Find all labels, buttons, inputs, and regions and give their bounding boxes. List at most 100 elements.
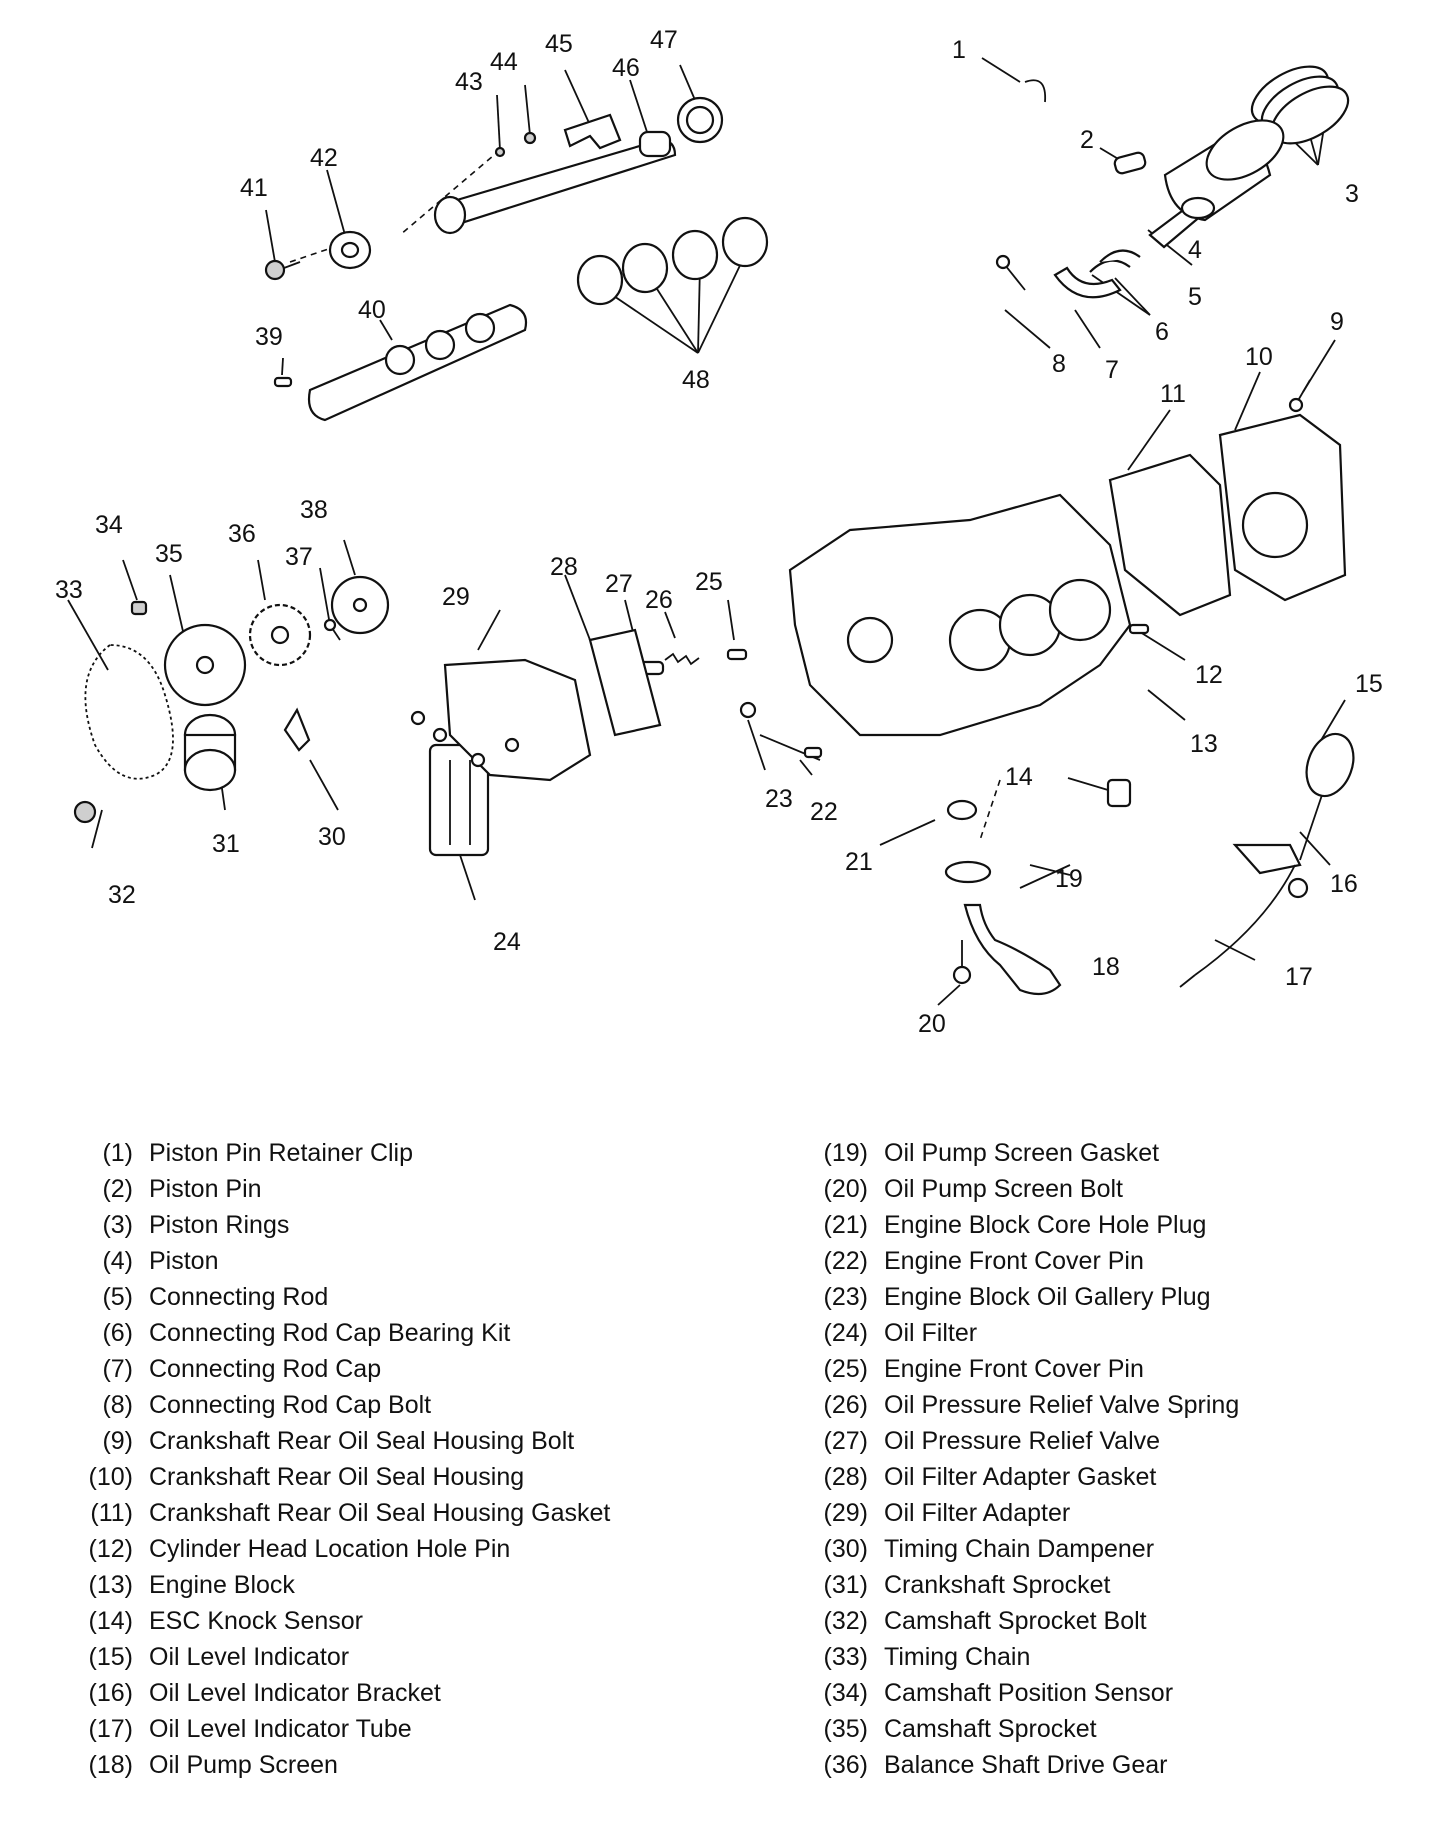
callout-44: 44 [490,48,518,76]
callout-17: 17 [1285,963,1313,991]
callout-26: 26 [645,586,673,614]
legend-row: (26)Oil Pressure Relief Valve Spring [790,1387,1430,1423]
legend-number: (17) [88,1715,133,1743]
part-29-oil-filter-adapter [410,658,592,782]
legend-row: (24)Oil Filter [790,1315,1430,1351]
part-14-knock-sensor [1106,778,1132,808]
legend-number: (5) [102,1283,133,1311]
callout-19: 19 [1055,865,1083,893]
legend-part-name: ESC Knock Sensor [149,1607,363,1635]
legend-number: (26) [823,1391,868,1419]
exploded-engine-diagram: 1 2 3 4 5 6 7 8 9 10 11 12 13 14 15 16 1… [55,26,1383,1038]
part-38-part [330,575,390,635]
callout-38: 38 [300,496,328,524]
part-22-front-cover-pin [803,746,823,759]
legend-row: (13)Engine Block [55,1567,695,1603]
legend-number: (9) [102,1427,133,1455]
parts-legend: (1) Piston Pin Retainer Clip (2) Piston Pin… [0,1135,1456,1815]
part-42-part [328,230,372,270]
callout-23: 23 [765,785,793,813]
callout-4: 4 [1188,236,1202,264]
legend-part-name: Connecting Rod Cap [149,1355,382,1383]
legend-part-name: Piston Pin [149,1175,262,1203]
legend-number: (32) [823,1607,868,1635]
part-41-bolt [264,259,301,281]
legend-row: (27)Oil Pressure Relief Valve [790,1423,1430,1459]
callout-21: 21 [845,848,873,876]
legend-row: (21)Engine Block Core Hole Plug [790,1207,1430,1243]
callout-1: 1 [952,36,966,64]
legend-number: (2) [102,1175,133,1203]
legend-number: (6) [102,1319,133,1347]
legend-column-right: (19)Oil Pump Screen Gasket(20)Oil Pump S… [790,1135,1430,1783]
legend-part-name: Oil Level Indicator [149,1643,350,1671]
callout-15: 15 [1355,670,1383,698]
legend-row: (8)Connecting Rod Cap Bolt [55,1387,695,1423]
legend-number: (10) [88,1463,133,1491]
callout-labels: 1 2 3 4 5 6 7 8 9 10 11 12 13 14 15 16 1… [55,26,1383,1038]
part-48-bearings [576,216,769,306]
part-35-camshaft-sprocket [163,623,247,707]
callout-12: 12 [1195,661,1223,689]
legend-row: (1) Piston Pin Retainer Clip [55,1135,695,1171]
legend-number: (4) [102,1247,133,1275]
callout-29: 29 [442,583,470,611]
callout-8: 8 [1052,350,1066,378]
legend-row: (22)Engine Front Cover Pin [790,1243,1430,1279]
legend-number: (29) [823,1499,868,1527]
part-5-connecting-rod [1148,196,1216,249]
callout-18: 18 [1092,953,1120,981]
legend-part-name: Oil Filter Adapter Gasket [884,1463,1157,1491]
legend-part-name: Timing Chain Dampener [884,1535,1155,1563]
part-23-gallery-plug [739,701,757,719]
legend-number: (20) [823,1175,868,1203]
legend-part-name: Connecting Rod Cap Bearing Kit [149,1319,511,1347]
part-44-part [523,131,537,145]
legend-number: (1) [102,1139,133,1167]
legend-number: (28) [823,1463,868,1491]
legend-number: (25) [823,1355,868,1383]
part-30-chain-dampener [283,707,311,752]
part-21-core-plug [946,799,978,821]
legend-number: (3) [102,1211,133,1239]
callout-32: 32 [108,881,136,909]
legend-part-name: Connecting Rod [149,1283,329,1311]
legend-part-name: Piston Pin Retainer Clip [149,1139,414,1167]
part-2-piston-pin [1113,151,1147,175]
legend-row: (4)Piston [55,1243,695,1279]
callout-30: 30 [318,823,346,851]
legend-row: (6) Connecting Rod Cap Bearing Kit [55,1315,695,1351]
part-16-indicator-bracket [1232,843,1309,899]
legend-part-name: Oil Pump Screen [149,1751,338,1779]
part-6-bearing-kit [1089,249,1141,273]
legend-part-name: Crankshaft Rear Oil Seal Housing Gasket [149,1499,611,1527]
part-17-indicator-tube [1179,864,1296,988]
legend-number: (18) [88,1751,133,1779]
legend-row: (33)Timing Chain [790,1639,1430,1675]
legend-part-name: Engine Front Cover Pin [884,1355,1144,1383]
legend-number: (23) [823,1283,868,1311]
legend-part-name: Cylinder Head Location Hole Pin [149,1535,511,1563]
callout-3: 3 [1345,180,1359,208]
legend-number: (31) [823,1571,868,1599]
part-7-rod-cap [1053,266,1122,299]
callout-48: 48 [682,366,710,394]
callout-39: 39 [255,323,283,351]
legend-number: (12) [88,1535,133,1563]
legend-part-name: Engine Block Core Hole Plug [884,1211,1207,1239]
callout-42: 42 [310,144,338,172]
legend-number: (36) [823,1751,868,1779]
part-20-screen-bolt [952,940,972,985]
legend-row: (18) Oil Pump Screen [55,1747,695,1783]
part-11-housing-gasket [1108,453,1232,617]
callout-24: 24 [493,928,521,956]
part-18-oil-pump-screen [963,903,1062,996]
legend-part-name: Oil Filter [884,1319,978,1347]
part-37-bolt [323,618,341,641]
legend-number: (27) [823,1427,868,1455]
part-45-balance-shaft-retainer [563,113,622,150]
legend-part-name: Oil Level Indicator Tube [149,1715,412,1743]
part-31-crankshaft-sprocket [183,713,237,792]
legend-number: (7) [102,1355,133,1383]
part-36-balance-drive-gear [248,603,312,667]
